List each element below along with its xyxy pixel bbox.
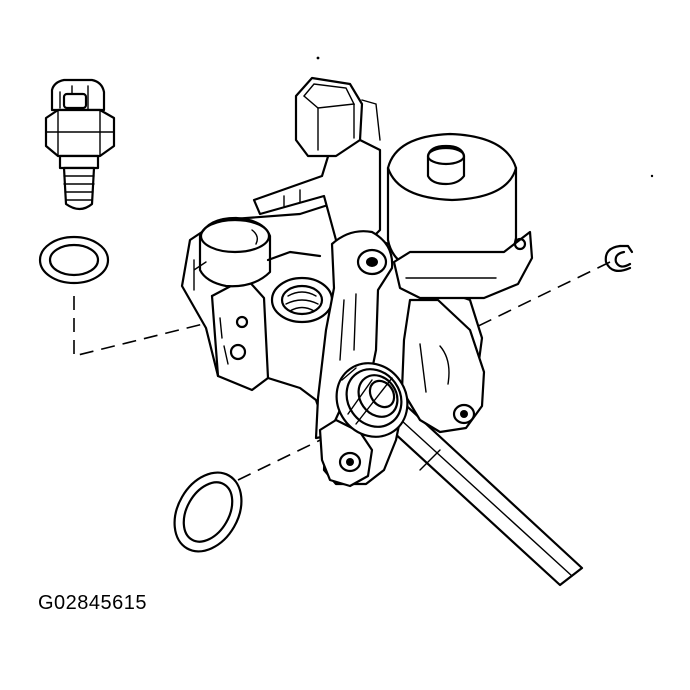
e-clip [604,244,634,273]
shaft-seal [335,362,409,438]
actuator-motor [386,132,534,300]
shift-shaft [378,396,584,587]
upper-washer [38,235,110,285]
artwork-specks [316,56,654,178]
housing-lobe [400,298,486,434]
switch-sensor [44,78,116,211]
figure-code-label: G02845615 [38,592,148,614]
shift-lever [314,230,394,488]
lower-washer [173,471,243,553]
